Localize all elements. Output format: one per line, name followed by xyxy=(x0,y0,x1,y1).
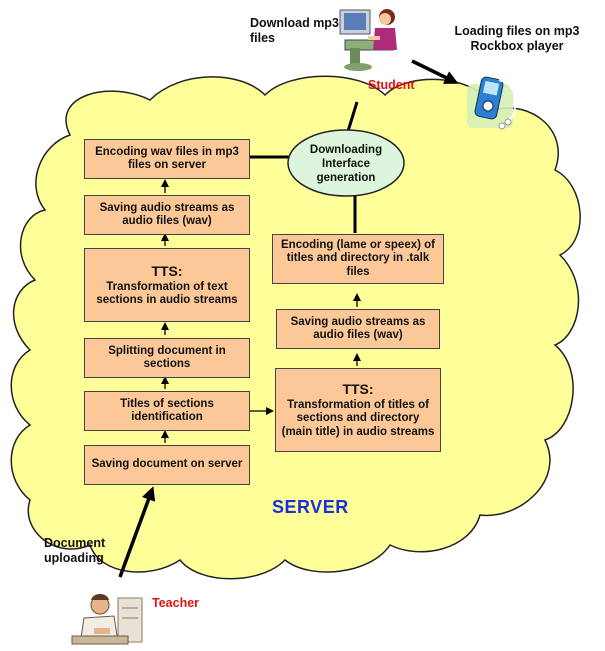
box-tts-left-title: TTS: xyxy=(151,262,183,279)
box-tts-right-body: Transformation of titles of sections and… xyxy=(281,398,435,438)
load-player-arrow xyxy=(411,59,459,84)
box-saving-audio-left: Saving audio streams as audio files (wav… xyxy=(84,195,250,235)
student-label: Student xyxy=(368,78,415,92)
box-encoding-lame: Encoding (lame or speex) of titles and d… xyxy=(272,234,444,284)
box-tts-left: TTS: Transformation of text sections in … xyxy=(84,248,250,322)
box-tts-right-title: TTS: xyxy=(342,380,374,397)
document-uploading-label: Document uploading xyxy=(44,536,106,565)
box-splitting: Splitting document in sections xyxy=(84,338,250,378)
teacher-label: Teacher xyxy=(152,596,200,610)
box-saving-document: Saving document on server xyxy=(84,445,250,485)
box-titles-identification: Titles of sections identification xyxy=(84,391,250,431)
teacher-at-desk-icon xyxy=(71,594,143,645)
box-saving-audio-right: Saving audio streams as audio files (wav… xyxy=(276,309,440,349)
mp3-player-icon xyxy=(467,76,517,130)
downloading-interface-ellipse xyxy=(287,129,405,197)
box-splitting-text: Splitting document in sections xyxy=(108,344,226,371)
loading-files-label: Loading files on mp3 Rockbox player xyxy=(454,24,580,53)
box-encoding-lame-text: Encoding (lame or speex) of titles and d… xyxy=(281,238,435,278)
box-encoding-wav: Encoding wav files in mp3 files on serve… xyxy=(84,139,250,179)
server-label: SERVER xyxy=(272,497,349,517)
box-tts-left-body: Transformation of text sections in audio… xyxy=(96,280,238,307)
ellipse-label: Downloading Interface generation xyxy=(309,144,383,184)
box-encoding-wav-text: Encoding wav files in mp3 files on serve… xyxy=(95,145,239,172)
box-titles-identification-text: Titles of sections identification xyxy=(120,397,214,424)
box-saving-audio-left-text: Saving audio streams as audio files (wav… xyxy=(99,201,235,228)
box-tts-right: TTS: Transformation of titles of section… xyxy=(275,368,441,452)
upload-arrow xyxy=(118,486,156,578)
download-mp3-label: Download mp3 files xyxy=(250,16,339,45)
box-saving-audio-right-text: Saving audio streams as audio files (wav… xyxy=(290,315,426,342)
student-at-computer-icon xyxy=(339,9,397,71)
box-saving-document-text: Saving document on server xyxy=(91,458,243,471)
